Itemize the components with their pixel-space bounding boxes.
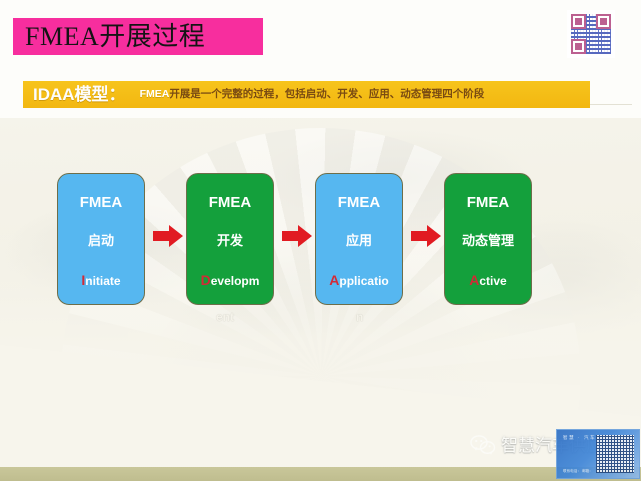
subtitle-body-text: 开展是一个完整的过程，包括启动、开发、应用、动态管理四个阶段 [169,88,485,101]
flow-node-title: FMEA [79,194,123,211]
wechat-icon [470,434,496,456]
page-title-bar: FMEA开展过程 [13,18,263,55]
flow-node-title: FMEA [337,194,381,211]
right-arrow-icon [153,225,183,247]
subtitle-body: FMEA开展是一个完整的过程，包括启动、开发、应用、动态管理四个阶段 [140,89,485,100]
flow-node-subtitle: 动态管理 [461,233,514,248]
subtitle-emphasis: FMEA [139,88,170,101]
subtitle-rule [590,104,632,105]
flow-node-english-cap: A [469,272,480,288]
flow-node-english-rest: ctive [479,274,507,288]
flow-node-english-cap: I [81,272,86,288]
flow-node-overflow-development: ent [216,310,234,324]
flow-diagram: FMEA 启动 Initiate FMEA 开发 Developm ent FM… [0,173,641,323]
flow-node-english-rest: evelopm [210,274,260,288]
flow-node-subtitle: 应用 [345,233,372,248]
qr-eye-bottom-left [571,39,586,54]
flow-node-english: Developm [201,273,260,287]
subtitle-bar: IDAA模型： FMEA开展是一个完整的过程，包括启动、开发、应用、动态管理四个… [23,81,590,108]
flow-node-title: FMEA [208,194,252,211]
business-card-heading: 智慧 · 汽车 · 供应链 [563,435,624,440]
right-arrow-icon [282,225,312,247]
bottom-strip [0,467,641,481]
business-card-details: 联系电话： 邮箱： [563,468,593,473]
right-arrow-icon [411,225,441,247]
flow-node-active: FMEA 动态管理 Active [444,173,532,305]
qr-eye-top-left [571,14,586,29]
flow-node-development: FMEA 开发 Developm [186,173,274,305]
flow-node-english-rest: nitiate [85,274,121,288]
business-card-overlay: 智慧 · 汽车 · 供应链 联系电话： 邮箱： [556,429,640,479]
qr-code-icon [596,435,634,473]
flow-node-english: Applicatio [329,273,388,287]
qr-code-icon [567,10,615,58]
qr-eye-top-right [596,14,611,29]
flow-node-overflow-application: n [356,310,364,324]
flow-node-english: Initiate [81,273,120,287]
page-title: FMEA开展过程 [25,21,206,51]
flow-node-english-rest: pplicatio [339,274,389,288]
flow-node-title: FMEA [466,194,510,211]
qr-code-pattern [571,14,611,54]
flow-node-english-cap: D [200,272,211,288]
subtitle-lead: IDAA模型： [33,85,126,104]
flow-node-application: FMEA 应用 Applicatio [315,173,403,305]
flow-node-english-cap: A [329,272,340,288]
flow-node-subtitle: 启动 [87,233,114,248]
flow-node-subtitle: 开发 [216,233,243,248]
flow-node-english: Active [469,273,506,287]
flow-node-initiate: FMEA 启动 Initiate [57,173,145,305]
